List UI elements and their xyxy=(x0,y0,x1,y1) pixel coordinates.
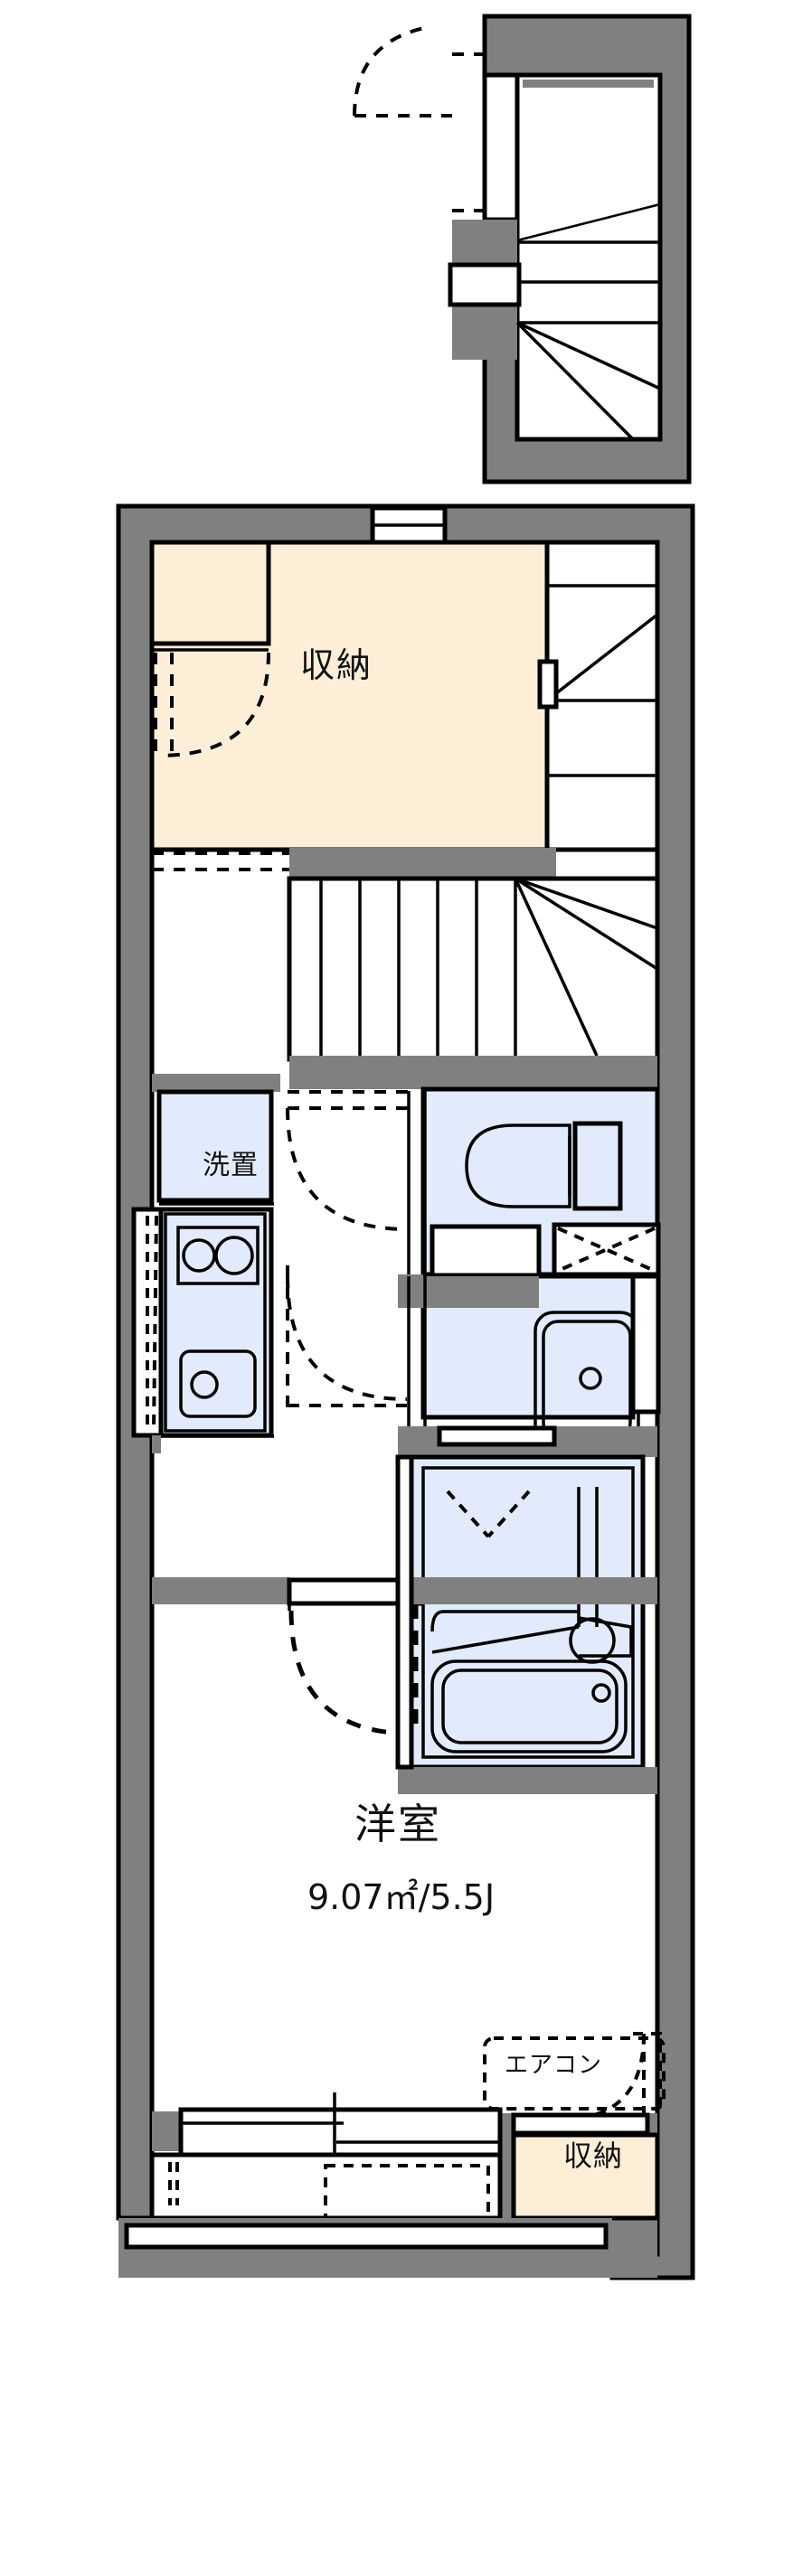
stair-wall-gap xyxy=(537,659,559,710)
upper-stair-notch-wall-a xyxy=(452,220,517,268)
stair-bottom-wall xyxy=(289,1056,657,1089)
stair-header-wall xyxy=(289,848,556,879)
sink-basin xyxy=(179,1349,257,1418)
upper-stair-sill xyxy=(523,80,654,88)
storage-lower-label: 収納 xyxy=(563,2139,624,2173)
room-divider-wall xyxy=(152,1577,289,1604)
burner-right xyxy=(214,1236,254,1275)
window-sash-frame xyxy=(178,2107,503,2158)
upper-stair-landing-left xyxy=(482,72,520,222)
storage-upper-area xyxy=(149,540,550,871)
balcony xyxy=(118,2152,612,2278)
room-name-label: 洋室 xyxy=(354,1800,441,1848)
bottom-window xyxy=(152,2092,503,2169)
aircon-box xyxy=(483,2036,666,2111)
balcony-dashed-box xyxy=(324,2164,490,2223)
kitchen-top-wall xyxy=(152,1074,280,1092)
kitchen xyxy=(131,1074,280,1453)
top-window xyxy=(370,505,448,545)
room-divider-wall-right xyxy=(398,1577,657,1604)
upper-stair-well xyxy=(515,72,663,442)
burner-left xyxy=(182,1238,216,1273)
wb-divider-wall xyxy=(398,1276,539,1308)
upper-stair-block xyxy=(353,14,692,484)
upper-stair-notch-wall-b xyxy=(452,301,517,360)
stove-top xyxy=(176,1226,260,1285)
main-staircase xyxy=(287,540,660,1089)
washbasin-side-gap xyxy=(630,1274,661,1415)
hall-door-swings xyxy=(286,1090,409,1410)
toilet-fixture xyxy=(465,1121,623,1211)
storage-upper-label: 収納 xyxy=(300,645,373,685)
laundry-space xyxy=(156,1089,274,1203)
bath-side-wall xyxy=(395,1454,414,1770)
balcony-rail xyxy=(124,2223,609,2250)
storage-upper-room xyxy=(149,540,550,852)
laundry-label: 洗置 xyxy=(203,1150,259,1181)
bath-bottom-wall xyxy=(398,1767,657,1794)
sink-drain xyxy=(190,1370,219,1399)
stair-lower-flight xyxy=(287,876,660,1062)
closet-door-opening xyxy=(511,2112,650,2136)
stair-upper-flight xyxy=(544,540,660,852)
room-divider xyxy=(152,1454,657,1794)
upper-stair-door-opening xyxy=(448,262,522,307)
toilet-room xyxy=(407,1086,661,1278)
aircon-label: エアコン xyxy=(505,2052,603,2079)
bath-unit-outline xyxy=(421,1466,635,1759)
room-area-label: 9.07㎡/5.5J xyxy=(307,1877,496,1917)
bath-door-sill xyxy=(437,1425,557,1447)
toilet-counter xyxy=(430,1224,542,1278)
washbasin-room xyxy=(398,1274,661,1482)
